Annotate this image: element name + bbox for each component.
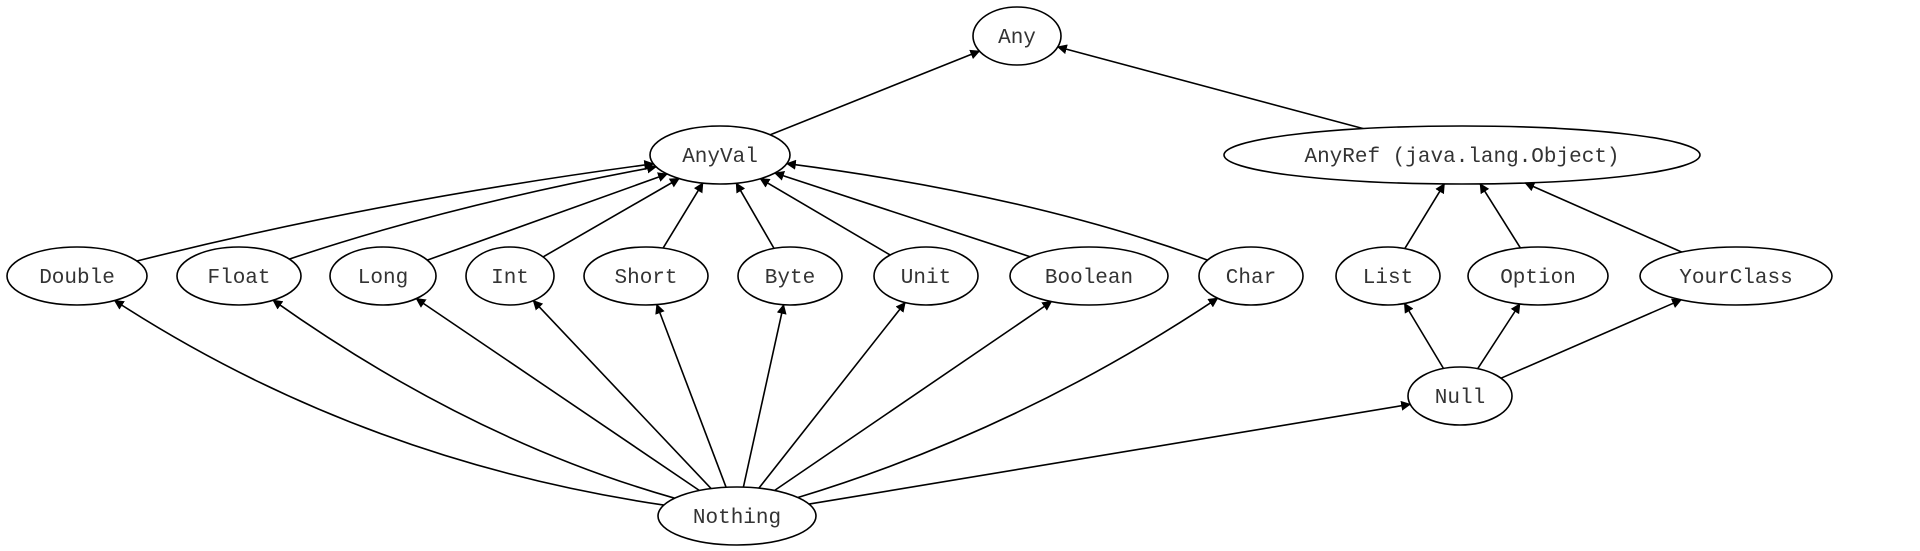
node-long-ellipse	[329, 246, 437, 306]
node-boolean-ellipse	[1009, 246, 1169, 306]
edge-nothing-to-null	[808, 400, 1412, 505]
edges-layer	[113, 44, 1683, 506]
node-char: Char	[1198, 246, 1304, 306]
node-anyval-label: AnyVal	[682, 146, 758, 169]
node-unit-ellipse	[873, 246, 979, 306]
node-short: Short	[583, 246, 709, 306]
node-byte-label: Byte	[765, 267, 815, 290]
edge-nothing-to-byte	[742, 303, 787, 488]
node-anyval-ellipse	[649, 125, 791, 185]
edge-nothing-to-short	[655, 303, 727, 488]
edge-null-to-yourclass	[1500, 298, 1683, 379]
edge-null-to-list	[1403, 302, 1445, 369]
edge-nothing-to-int	[532, 299, 712, 490]
node-list-label: List	[1363, 267, 1413, 290]
node-char-ellipse	[1198, 246, 1304, 306]
node-float-ellipse	[176, 246, 302, 306]
node-null: Null	[1407, 366, 1513, 426]
edge-boolean-to-anyval	[773, 171, 1031, 258]
edge-anyref-to-any	[1056, 44, 1364, 130]
edge-unit-to-anyval	[759, 178, 891, 256]
edge-anyval-to-any	[770, 49, 981, 136]
edge-nothing-to-boolean	[774, 300, 1053, 492]
node-double: Double	[6, 246, 148, 306]
node-anyref-label: AnyRef (java.lang.Object)	[1304, 146, 1619, 169]
node-anyref-ellipse	[1223, 125, 1701, 185]
node-anyval: AnyVal	[649, 125, 791, 185]
node-option: Option	[1467, 246, 1609, 306]
node-nothing-label: Nothing	[693, 507, 781, 530]
node-yourclass: YourClass	[1639, 246, 1833, 306]
edge-long-to-anyval	[427, 172, 669, 261]
node-byte-ellipse	[737, 246, 843, 306]
node-list: List	[1335, 246, 1441, 306]
node-list-ellipse	[1335, 246, 1441, 306]
node-null-ellipse	[1407, 366, 1513, 426]
node-int: Int	[465, 246, 555, 306]
edge-yourclass-to-anyref	[1524, 182, 1683, 253]
node-byte: Byte	[737, 246, 843, 306]
node-any: Any	[972, 6, 1062, 66]
edge-null-to-option	[1477, 303, 1521, 370]
node-long: Long	[329, 246, 437, 306]
edge-byte-to-anyval	[735, 182, 775, 249]
node-any-label: Any	[998, 27, 1036, 50]
node-yourclass-ellipse	[1639, 246, 1833, 306]
node-float-label: Float	[207, 267, 270, 290]
edge-nothing-to-unit	[758, 301, 906, 489]
edge-double-to-anyval	[136, 160, 655, 262]
node-char-label: Char	[1226, 267, 1276, 290]
edge-nothing-to-double	[113, 299, 664, 506]
edge-char-to-anyval	[785, 159, 1208, 261]
node-null-label: Null	[1435, 387, 1485, 410]
node-unit-label: Unit	[901, 267, 951, 290]
edge-nothing-to-char	[797, 297, 1219, 499]
edge-option-to-anyref	[1479, 183, 1522, 249]
node-boolean: Boolean	[1009, 246, 1169, 306]
node-float: Float	[176, 246, 302, 306]
node-anyref: AnyRef (java.lang.Object)	[1223, 125, 1701, 185]
edge-nothing-to-long	[415, 297, 700, 492]
node-short-label: Short	[614, 267, 677, 290]
node-double-label: Double	[39, 267, 115, 290]
node-int-ellipse	[465, 246, 555, 306]
edge-short-to-anyval	[662, 182, 704, 249]
node-nothing: Nothing	[657, 486, 817, 546]
node-option-label: Option	[1500, 267, 1576, 290]
edge-int-to-anyval	[542, 177, 680, 258]
edge-nothing-to-float	[272, 299, 675, 499]
edge-list-to-anyref	[1404, 183, 1445, 250]
node-yourclass-label: YourClass	[1679, 267, 1792, 290]
node-int-label: Int	[491, 267, 529, 290]
node-nothing-ellipse	[657, 486, 817, 546]
edge-float-to-anyval	[289, 163, 658, 260]
node-double-ellipse	[6, 246, 148, 306]
node-unit: Unit	[873, 246, 979, 306]
node-long-label: Long	[358, 267, 408, 290]
node-any-ellipse	[972, 6, 1062, 66]
node-boolean-label: Boolean	[1045, 267, 1133, 290]
node-short-ellipse	[583, 246, 709, 306]
node-option-ellipse	[1467, 246, 1609, 306]
